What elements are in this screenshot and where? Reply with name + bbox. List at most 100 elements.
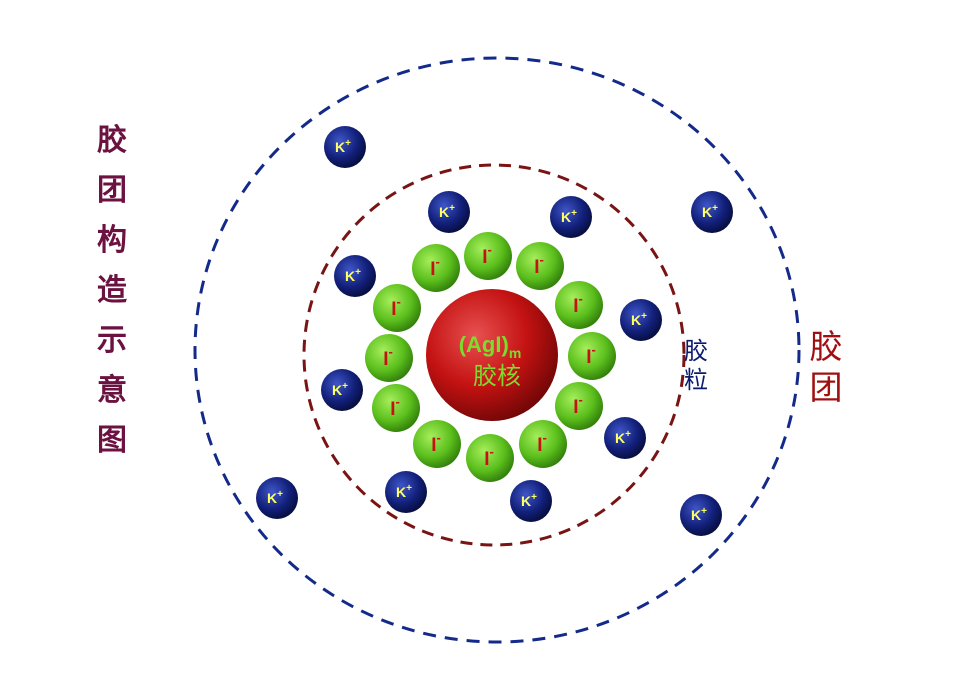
potassium-sphere	[334, 255, 376, 297]
potassium-symbol: K+	[521, 492, 537, 509]
potassium-ion: K+	[680, 494, 722, 536]
potassium-symbol: K+	[702, 203, 718, 220]
micelle-boundary-ring	[193, 56, 801, 644]
potassium-symbol: K+	[396, 483, 412, 500]
iodide-symbol: I-	[430, 254, 440, 280]
potassium-charge: +	[277, 489, 283, 500]
core-sphere	[426, 289, 558, 421]
iodide-element: I	[537, 435, 542, 456]
iodide-sphere	[464, 232, 512, 280]
iodide-charge: -	[435, 254, 439, 269]
title-char: 团	[97, 173, 127, 208]
iodide-element: I	[534, 257, 539, 278]
particle-boundary-ring	[302, 163, 686, 547]
title-char: 胶	[97, 123, 127, 158]
potassium-charge: +	[701, 506, 707, 517]
core-label: 胶核	[473, 362, 521, 390]
potassium-element: K	[561, 209, 571, 225]
potassium-element: K	[335, 139, 345, 155]
potassium-ion: K+	[321, 369, 363, 411]
iodide-charge: -	[489, 444, 493, 459]
iodide-symbol: I-	[383, 344, 393, 370]
iodide-ion: I-	[365, 334, 413, 382]
iodide-charge: -	[487, 242, 491, 257]
potassium-element: K	[615, 430, 625, 446]
core-particle: (AgI)m 胶核	[426, 289, 558, 421]
potassium-charge: +	[712, 203, 718, 214]
iodide-sphere	[466, 434, 514, 482]
potassium-element: K	[691, 507, 701, 523]
potassium-sphere	[680, 494, 722, 536]
iodide-sphere	[555, 382, 603, 430]
iodide-sphere	[373, 284, 421, 332]
micelle-label: 胶 团	[810, 327, 843, 407]
potassium-ion: K+	[324, 126, 366, 168]
iodide-element: I	[390, 399, 395, 420]
iodide-symbol: I-	[390, 394, 400, 420]
iodide-symbol: I-	[537, 430, 547, 456]
potassium-element: K	[332, 382, 342, 398]
potassium-charge: +	[641, 311, 647, 322]
micelle-label-line: 胶	[810, 327, 843, 366]
iodide-sphere	[555, 281, 603, 329]
iodide-element: I	[573, 296, 578, 317]
potassium-symbol: K+	[439, 203, 455, 220]
potassium-symbol: K+	[615, 429, 631, 446]
iodide-ion: I-	[464, 232, 512, 280]
iodide-symbol: I-	[534, 252, 544, 278]
potassium-element: K	[439, 204, 449, 220]
core-formula: (AgI)m	[459, 332, 522, 361]
iodide-ion: I-	[413, 420, 461, 468]
iodide-element: I	[430, 259, 435, 280]
iodide-symbol: I-	[431, 430, 441, 456]
potassium-diffusion-layer: K+ K+ K+ K+ K+	[256, 126, 733, 536]
iodide-sphere	[413, 420, 461, 468]
iodide-symbol: I-	[586, 342, 596, 368]
iodide-ion: I-	[519, 420, 567, 468]
iodide-ion: I-	[555, 281, 603, 329]
iodide-element: I	[482, 247, 487, 268]
iodide-sphere	[412, 244, 460, 292]
iodide-element: I	[383, 349, 388, 370]
iodide-ion: I-	[555, 382, 603, 430]
potassium-element: K	[521, 493, 531, 509]
iodide-sphere	[519, 420, 567, 468]
potassium-sphere	[321, 369, 363, 411]
potassium-ion: K+	[256, 477, 298, 519]
title-char: 示	[97, 323, 127, 358]
potassium-charge: +	[342, 381, 348, 392]
iodide-charge: -	[591, 342, 595, 357]
potassium-sphere	[620, 299, 662, 341]
iodide-symbol: I-	[482, 242, 492, 268]
micelle-label-line: 团	[810, 368, 843, 407]
iodide-symbol: I-	[391, 294, 401, 320]
iodide-charge: -	[396, 294, 400, 309]
iodide-charge: -	[436, 430, 440, 445]
potassium-ion: K+	[510, 480, 552, 522]
iodide-ion: I-	[412, 244, 460, 292]
potassium-symbol: K+	[561, 208, 577, 225]
potassium-sphere	[604, 417, 646, 459]
potassium-element: K	[631, 312, 641, 328]
potassium-ion: K+	[334, 255, 376, 297]
title-char: 造	[97, 273, 127, 308]
potassium-sphere	[324, 126, 366, 168]
title-char: 构	[97, 223, 127, 258]
potassium-charge: +	[625, 429, 631, 440]
potassium-element: K	[396, 484, 406, 500]
core-formula-subscript: m	[509, 345, 521, 361]
iodide-element: I	[484, 449, 489, 470]
potassium-charge: +	[406, 483, 412, 494]
iodide-element: I	[586, 347, 591, 368]
potassium-sphere	[691, 191, 733, 233]
potassium-ion: K+	[604, 417, 646, 459]
iodide-charge: -	[542, 430, 546, 445]
potassium-sphere	[428, 191, 470, 233]
potassium-ion: K+	[620, 299, 662, 341]
potassium-ion: K+	[550, 196, 592, 238]
potassium-charge: +	[449, 203, 455, 214]
iodide-ion: I-	[516, 242, 564, 290]
potassium-sphere	[550, 196, 592, 238]
